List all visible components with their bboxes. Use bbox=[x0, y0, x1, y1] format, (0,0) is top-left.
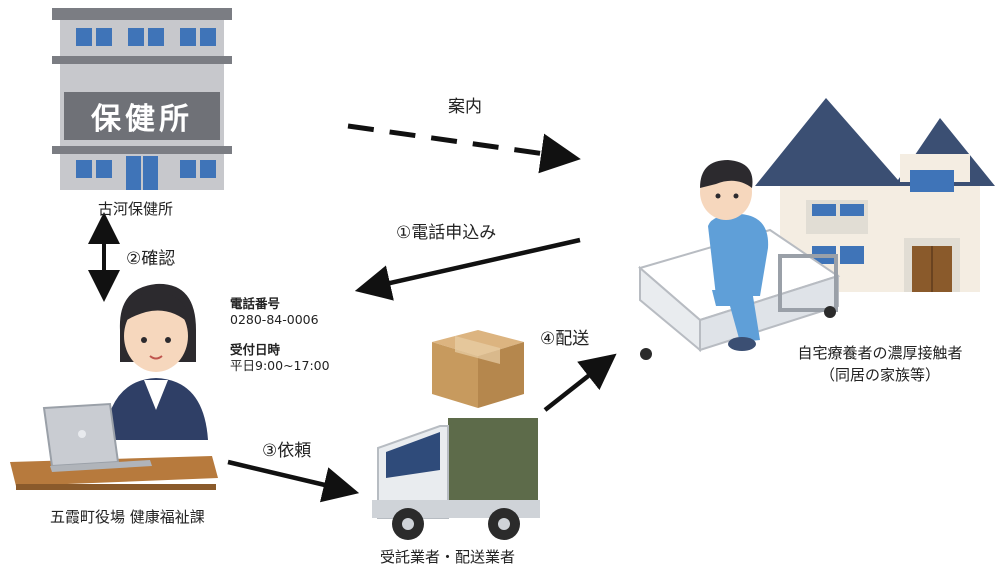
health-center-building-icon bbox=[52, 8, 232, 190]
phone-info-block: 電話番号 0280-84-0006 受付日時 平日9:00~17:00 bbox=[230, 296, 330, 374]
health-center-name: 古河保健所 bbox=[98, 200, 174, 218]
reception-hours-value: 平日9:00~17:00 bbox=[230, 358, 330, 373]
contact-person-line1: 自宅療養者の濃厚接触者 bbox=[797, 344, 963, 362]
reception-hours-label: 受付日時 bbox=[230, 342, 281, 357]
delivery-arrow bbox=[543, 353, 617, 412]
home-icon bbox=[755, 98, 995, 292]
phone-apply-arrow bbox=[354, 237, 581, 301]
phone-number-label: 電話番号 bbox=[230, 296, 281, 311]
guide-arrow bbox=[347, 123, 581, 174]
request-label: ③依頼 bbox=[262, 441, 312, 461]
guide-label: 案内 bbox=[448, 97, 482, 117]
town-office-name: 五霞町役場 健康福祉課 bbox=[50, 508, 205, 526]
delivery-truck-icon bbox=[372, 418, 540, 540]
health-center-sign: 保健所 bbox=[64, 96, 220, 137]
courier-name: 受託業者・配送業者 bbox=[380, 548, 516, 566]
phone-number-value: 0280-84-0006 bbox=[230, 312, 319, 327]
contact-person-name: 自宅療養者の濃厚接触者 （同居の家族等） bbox=[770, 342, 990, 386]
package-box-icon bbox=[432, 330, 524, 408]
health-center-sign-text: 保健所 bbox=[91, 102, 193, 137]
office-worker-icon bbox=[10, 283, 218, 490]
contact-person-line2: （同居の家族等） bbox=[819, 366, 940, 384]
delivery-label: ④配送 bbox=[540, 329, 590, 349]
phone-apply-label: ①電話申込み bbox=[396, 223, 497, 243]
patient-person-icon bbox=[700, 160, 769, 351]
confirm-label: ②確認 bbox=[126, 249, 176, 269]
request-arrow bbox=[227, 459, 360, 503]
